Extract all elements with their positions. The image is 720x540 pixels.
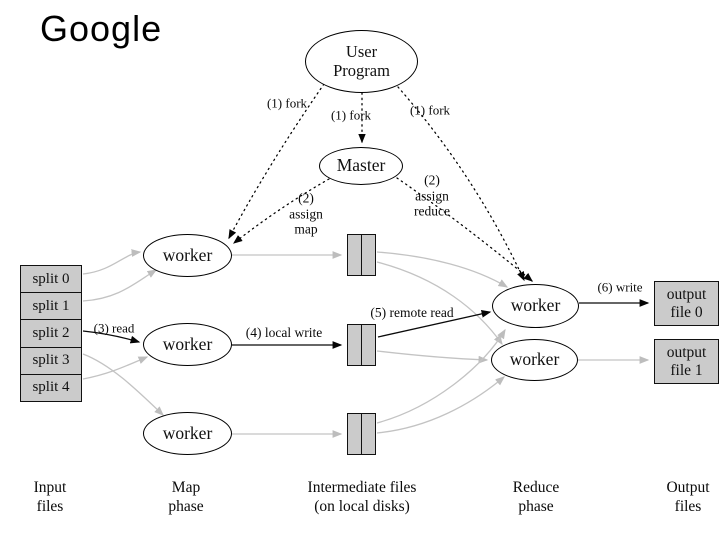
node-reduce-worker-2: worker (491, 339, 578, 381)
arrow-remote-read-intermediate2-to-reduceworker1 (377, 310, 492, 338)
label-fork-left: (1) fork (266, 95, 308, 111)
caption-input-files: Input files (33, 479, 67, 516)
arrow-intermediate2-to-reduceworker2 (376, 350, 489, 364)
label-remote-read: (5) remote read (370, 305, 454, 321)
label-write: (6) write (597, 279, 643, 295)
file-segment (361, 413, 376, 455)
label-read: (3) read (93, 320, 135, 336)
arrow-split4-to-mapworker2 (82, 356, 149, 380)
split-4-box: split 4 (32, 379, 70, 396)
caption-output-files: Output files (666, 479, 710, 516)
node-reduce-worker-1-label: worker (510, 295, 561, 316)
node-map-worker-1-label: worker (162, 244, 213, 265)
intermediate-files-3 (347, 413, 376, 455)
node-map-worker-3-label: worker (162, 422, 213, 443)
label-assign-reduce: (2) assign reduce (414, 172, 450, 219)
arrow-read-split2-to-mapworker2 (82, 330, 141, 344)
intermediate-files-2 (347, 324, 376, 366)
arrow-fork-userprogram-to-mapworker1 (228, 83, 325, 240)
file-segment (347, 324, 362, 366)
arrow-intermediate1-to-reduceworker2 (376, 261, 503, 346)
google-logo: Google (40, 8, 163, 49)
file-segment (347, 234, 362, 276)
node-master-label: Master (336, 155, 386, 176)
arrow-split1-to-mapworker1 (82, 269, 158, 302)
node-map-worker-3: worker (143, 412, 232, 455)
output-file-0-box: output file 0 (654, 281, 719, 326)
label-assign-map: (2) assign map (289, 190, 323, 237)
label-fork-right: (1) fork (409, 102, 451, 118)
node-user-program-label: User Program (333, 42, 390, 80)
caption-reduce-phase: Reduce phase (512, 479, 560, 516)
arrow-intermediate3-to-reduceworker2 (376, 376, 505, 434)
arrow-assign-map-master-to-mapworker1 (233, 178, 330, 244)
node-user-program: User Program (305, 30, 418, 93)
arrow-intermediate1-to-reduceworker1 (376, 251, 509, 288)
intermediate-files-1 (347, 234, 376, 276)
arrow-intermediate3-to-reduceworker1 (376, 328, 506, 424)
input-splits-stack: split 0 split 1 split 2 split 3 split 4 (20, 265, 82, 402)
file-segment (361, 324, 376, 366)
split-3-box: split 3 (21, 348, 81, 375)
split-0-box: split 0 (21, 266, 81, 294)
node-map-worker-2: worker (143, 323, 232, 366)
label-fork-mid: (1) fork (330, 107, 372, 123)
node-reduce-worker-1: worker (492, 284, 579, 328)
caption-intermediate-files: Intermediate files (on local disks) (307, 479, 417, 516)
node-reduce-worker-2-label: worker (509, 349, 560, 370)
split-2-box: split 2 (21, 320, 81, 348)
arrow-assign-reduce-master-to-reduceworker1 (396, 177, 533, 282)
output-file-0-label: output file 0 (666, 285, 707, 321)
arrow-split0-to-mapworker1 (82, 249, 142, 275)
node-map-worker-2-label: worker (162, 333, 213, 354)
file-segment (347, 413, 362, 455)
arrow-fork-userprogram-to-reduceworker1 (397, 86, 525, 282)
node-master: Master (319, 147, 403, 185)
arrow-split3-to-mapworker3 (82, 353, 164, 416)
caption-map-phase: Map phase (168, 479, 204, 516)
split-1-box: split 1 (21, 293, 81, 321)
file-segment (361, 234, 376, 276)
node-map-worker-1: worker (143, 234, 232, 277)
output-file-1-box: output file 1 (654, 339, 719, 384)
label-local-write: (4) local write (245, 325, 323, 341)
output-file-1-label: output file 1 (666, 343, 707, 379)
